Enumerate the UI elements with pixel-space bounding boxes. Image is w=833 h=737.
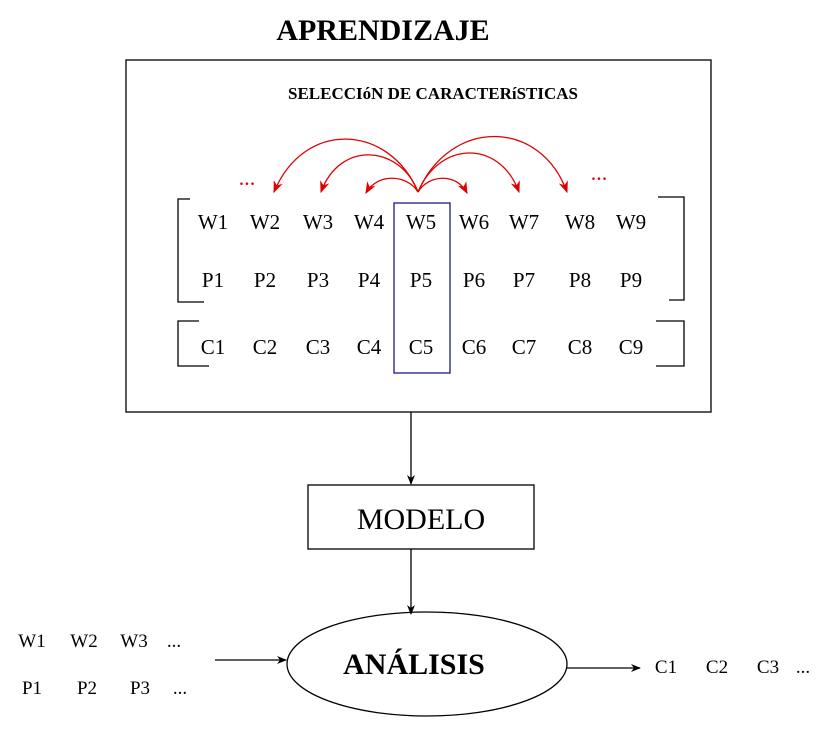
left-bracket-features xyxy=(177,198,204,303)
right-bracket-features xyxy=(658,196,685,301)
pos-cell-3: P3 xyxy=(307,268,329,292)
output-class-4: ... xyxy=(796,657,810,678)
class-cell-3: C3 xyxy=(306,335,331,359)
class-cell-9: C9 xyxy=(619,335,644,359)
analysis-ellipse xyxy=(286,611,568,717)
class-cell-4: C4 xyxy=(357,335,382,359)
class-cell-7: C7 xyxy=(512,335,537,359)
class-cell-6: C6 xyxy=(462,335,487,359)
feature-arcs xyxy=(273,135,568,195)
class-cell-5: C5 xyxy=(409,335,434,359)
pos-cell-5: P5 xyxy=(410,268,432,292)
word-cell-7: W7 xyxy=(509,210,539,234)
word-cell-6: W6 xyxy=(459,210,489,234)
feature-selection-title: SELECCIóN DE CARACTERíSTICAS xyxy=(288,84,578,103)
model-box xyxy=(307,484,535,550)
output-class-1: C1 xyxy=(655,657,677,678)
focus-column-box xyxy=(393,202,451,374)
arc-to-w7 xyxy=(417,152,520,194)
word-cell-2: W2 xyxy=(250,210,280,234)
pos-cell-8: P8 xyxy=(569,268,591,292)
arc-to-w3 xyxy=(320,154,419,194)
right-context-dots: ... xyxy=(591,160,608,185)
class-cell-1: C1 xyxy=(201,335,226,359)
arc-to-w8 xyxy=(417,135,568,194)
word-cell-4: W4 xyxy=(354,210,385,234)
pos-cell-4: P4 xyxy=(358,268,381,292)
left-context-dots: ... xyxy=(239,165,256,190)
input-word-2: W2 xyxy=(70,631,97,652)
right-bracket-classes xyxy=(656,320,685,367)
left-bracket-classes xyxy=(177,320,209,367)
pos-cell-9: P9 xyxy=(620,268,642,292)
input-word-3: W3 xyxy=(120,631,147,652)
pos-cell-1: P1 xyxy=(202,268,224,292)
io-sequences: W1 W2 W3... P1 P2 P3... C1 C2 C3... xyxy=(18,631,810,699)
arc-to-w2 xyxy=(273,138,419,194)
output-class-3: C3 xyxy=(757,657,779,678)
diagram-title: APRENDIZAJE xyxy=(276,14,489,47)
word-cell-8: W8 xyxy=(565,210,595,234)
pos-cell-6: P6 xyxy=(463,268,485,292)
word-cell-1: W1 xyxy=(198,210,228,234)
model-label: MODELO xyxy=(357,503,485,536)
input-pos-2: P2 xyxy=(77,678,97,699)
input-pos-4: ... xyxy=(173,678,187,699)
input-word-4: ... xyxy=(167,631,181,652)
word-cell-9: W9 xyxy=(616,210,646,234)
pos-cell-7: P7 xyxy=(513,268,535,292)
arc-to-w6 xyxy=(417,177,468,195)
input-word-1: W1 xyxy=(18,631,45,652)
word-cell-3: W3 xyxy=(303,210,333,234)
class-cell-8: C8 xyxy=(568,335,593,359)
input-pos-3: P3 xyxy=(130,678,150,699)
arc-to-w4 xyxy=(365,177,419,195)
pos-cell-2: P2 xyxy=(254,268,276,292)
word-cell-5: W5 xyxy=(406,210,436,234)
learning-panel xyxy=(125,59,712,413)
input-pos-1: P1 xyxy=(22,678,42,699)
output-class-2: C2 xyxy=(706,657,728,678)
class-cell-2: C2 xyxy=(253,335,278,359)
analysis-label: ANÁLISIS xyxy=(343,648,485,681)
